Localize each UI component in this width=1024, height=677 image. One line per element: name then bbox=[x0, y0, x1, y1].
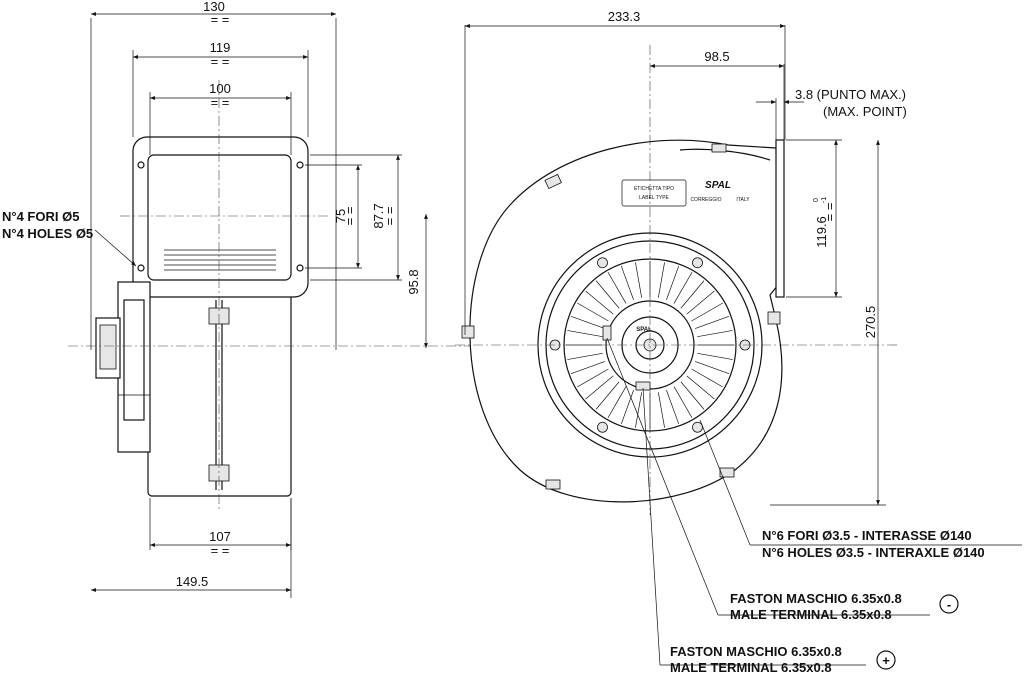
fin-line bbox=[657, 262, 665, 298]
dim-95-8: 95.8 bbox=[406, 269, 421, 294]
label-city: CORREGGIO bbox=[690, 197, 721, 203]
dim-3-8-en: (MAX. POINT) bbox=[823, 104, 907, 119]
label-type-en: LABEL TYPE bbox=[639, 195, 669, 201]
fin-line bbox=[595, 381, 620, 410]
dim-107-eq: = = bbox=[211, 543, 230, 558]
fin-line bbox=[666, 265, 680, 301]
dim-3-8: 3.8 (PUNTO MAX.) bbox=[795, 87, 906, 102]
dim-100-eq: = = bbox=[211, 95, 230, 110]
neg-symbol: - bbox=[947, 597, 951, 612]
dim-119-6-eq: = = bbox=[822, 203, 837, 222]
mounting-hole bbox=[597, 421, 608, 433]
neg-terminal-en: MALE TERMINAL 6.35x0.8 bbox=[730, 607, 892, 622]
fin-line bbox=[577, 302, 609, 322]
mounting-hole bbox=[692, 421, 703, 433]
label-brand: SPAL bbox=[705, 180, 731, 191]
holes-note-en: N°4 HOLES Ø5 bbox=[2, 226, 93, 241]
negative-terminal bbox=[602, 325, 612, 341]
dim-87-7: 87.7 bbox=[371, 203, 386, 228]
fin-line bbox=[635, 262, 643, 298]
fin-line bbox=[691, 368, 723, 388]
dim-75: 75 bbox=[333, 209, 348, 223]
fin-line bbox=[697, 330, 733, 338]
holes-note-front-en: N°6 HOLES Ø3.5 - INTERAXLE Ø140 bbox=[762, 545, 985, 560]
fin-line bbox=[620, 389, 634, 425]
neg-terminal-it: FASTON MASCHIO 6.35x0.8 bbox=[730, 591, 902, 606]
dim-98-5: 98.5 bbox=[704, 49, 729, 64]
fin-line bbox=[585, 375, 614, 400]
fin-line bbox=[595, 280, 620, 309]
fin-line bbox=[666, 389, 680, 425]
fin-line bbox=[694, 361, 730, 375]
side-view: 130 = = 119 = = 100 = = 75 = = 87.7 = = … bbox=[2, 0, 500, 598]
dim-100: 100 bbox=[209, 81, 231, 96]
dim-119: 119 bbox=[210, 40, 231, 55]
pos-terminal-en: MALE TERMINAL 6.35x0.8 bbox=[670, 660, 832, 675]
holes-note-front-it: N°6 FORI Ø3.5 - INTERASSE Ø140 bbox=[762, 528, 972, 543]
fin-line bbox=[620, 265, 634, 301]
fin-line bbox=[607, 386, 627, 418]
fin-line bbox=[567, 330, 603, 338]
fin-line bbox=[577, 368, 609, 388]
fin-line bbox=[686, 290, 715, 315]
mounting-hole bbox=[692, 257, 703, 269]
label-country: ITALY bbox=[736, 197, 750, 203]
fin-line bbox=[635, 392, 643, 428]
holes-note-it: N°4 FORI Ø5 bbox=[2, 209, 79, 224]
dim-130-eq: = = bbox=[211, 12, 230, 27]
pos-terminal-it: FASTON MASCHIO 6.35x0.8 bbox=[670, 644, 842, 659]
dim-119-6: 119.6 bbox=[814, 216, 829, 248]
dim-107: 107 bbox=[209, 529, 231, 544]
dim-87-7-eq: = = bbox=[382, 207, 397, 226]
dim-119-6-tol: 0 bbox=[813, 198, 820, 202]
fin-line bbox=[673, 386, 693, 418]
mounting-hole bbox=[597, 257, 608, 269]
fin-line bbox=[680, 381, 705, 410]
fin-line bbox=[691, 302, 723, 322]
label-type-it: ETICHETTA TIPO bbox=[634, 186, 674, 192]
fin-line bbox=[607, 272, 627, 304]
fin-line bbox=[694, 315, 730, 329]
fin-line bbox=[570, 315, 606, 329]
dim-75-eq: = = bbox=[342, 207, 357, 226]
fin-line bbox=[680, 280, 705, 309]
cooling-fins bbox=[566, 261, 734, 429]
dim-130: 130 bbox=[203, 0, 225, 14]
mounting-holes bbox=[549, 257, 751, 433]
fin-line bbox=[697, 352, 733, 360]
fin-line bbox=[567, 352, 603, 360]
pos-symbol: + bbox=[882, 653, 890, 668]
fin-line bbox=[673, 272, 693, 304]
dim-149-5: 149.5 bbox=[176, 574, 209, 589]
dim-233-3: 233.3 bbox=[608, 9, 641, 24]
fin-line bbox=[686, 375, 715, 400]
front-view: ETICHETTA TIPO LABEL TYPE SPAL CORREGGIO… bbox=[455, 9, 1022, 675]
fin-line bbox=[585, 290, 614, 315]
hub-brand: SPAL bbox=[636, 327, 652, 333]
dim-119-6-tol2: -1 bbox=[821, 197, 828, 203]
fin-line bbox=[657, 392, 665, 428]
dim-270-5: 270.5 bbox=[863, 306, 878, 339]
fin-line bbox=[570, 361, 606, 375]
dim-119-eq: = = bbox=[211, 54, 230, 69]
